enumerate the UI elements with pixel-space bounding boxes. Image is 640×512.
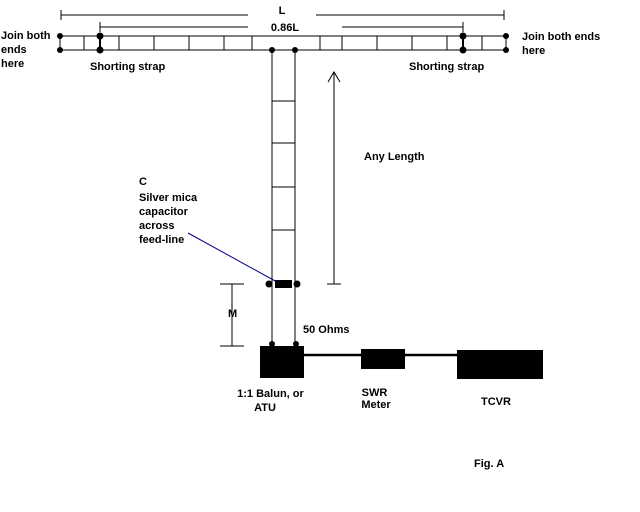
balun-box (260, 346, 304, 378)
label-join-left: Join both ends here (1, 30, 54, 70)
label-join-right: Join both ends here (522, 31, 603, 57)
label-swr-meter: SWR Meter (361, 387, 391, 411)
swr-meter-box (361, 349, 405, 369)
label-L: L (279, 5, 286, 17)
label-tcvr: TCVR (481, 396, 511, 408)
capacitor-pointer-line (187, 232, 278, 283)
label-shorting-strap-right: Shorting strap (409, 61, 484, 73)
dimension-M (220, 283, 244, 347)
label-086L: 0.86L (271, 22, 299, 34)
junction-dots (57, 32, 509, 347)
dimension-L: L (60, 5, 505, 20)
tcvr-box (457, 350, 543, 379)
label-fig: Fig. A (474, 458, 504, 470)
label-50-ohms: 50 Ohms (303, 324, 349, 336)
dimension-086L: 0.86L (99, 22, 464, 34)
antenna-ladder-line (59, 35, 507, 51)
label-any-length: Any Length (364, 151, 425, 163)
any-length-arrow (327, 71, 341, 285)
feed-line (271, 50, 296, 346)
label-M: M (228, 308, 237, 320)
label-balun: 1:1 Balun, or ATU (237, 388, 307, 414)
capacitor (275, 280, 292, 288)
label-capacitor: C Silver mica capacitor across feed-line (139, 176, 200, 246)
label-shorting-strap-left: Shorting strap (90, 61, 165, 73)
